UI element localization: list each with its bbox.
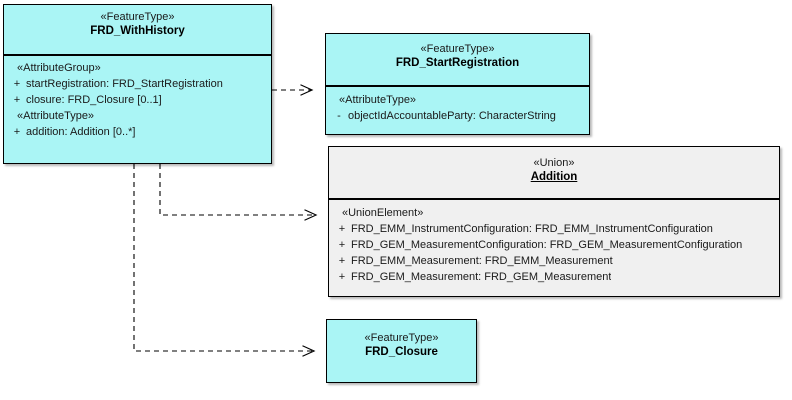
attribute-row[interactable]: - objectIdAccountableParty: CharacterStr… — [330, 108, 585, 124]
class-stereotype: «FeatureType» — [364, 332, 439, 344]
visibility-marker: + — [13, 78, 21, 90]
class-box-frd-closure[interactable]: «FeatureType» FRD_Closure — [326, 319, 477, 383]
class-stereotype: «FeatureType» — [100, 11, 175, 23]
visibility-marker: + — [338, 271, 346, 283]
visibility-marker: + — [13, 126, 21, 138]
attribute-row[interactable]: + startRegistration: FRD_StartRegistrati… — [8, 76, 267, 92]
connector-withhistory-to-closure — [133, 164, 316, 357]
attribute-group-label: «AttributeType» — [17, 110, 95, 122]
visibility-marker: + — [338, 223, 346, 235]
class-box-addition[interactable]: «Union» Addition «UnionElement» + FRD_EM… — [328, 146, 780, 297]
class-name: FRD_Closure — [365, 346, 438, 358]
class-box-frd-withhistory[interactable]: «FeatureType» FRD_WithHistory «Attribute… — [3, 4, 272, 164]
class-header-addition: «Union» Addition — [329, 147, 779, 200]
attribute-row[interactable]: + FRD_GEM_MeasurementConfiguration: FRD_… — [333, 237, 775, 253]
attribute-row[interactable]: + closure: FRD_Closure [0..1] — [8, 92, 267, 108]
class-name: Addition — [530, 171, 578, 183]
class-body-addition: «UnionElement» + FRD_EMM_InstrumentConfi… — [329, 200, 779, 289]
attribute-text: FRD_GEM_MeasurementConfiguration: FRD_GE… — [351, 239, 743, 251]
attribute-group-label: «AttributeType» — [339, 94, 417, 106]
visibility-marker: + — [338, 255, 346, 267]
class-header-frd-withhistory: «FeatureType» FRD_WithHistory — [4, 5, 271, 56]
class-header-frd-closure: «FeatureType» FRD_Closure — [327, 320, 476, 382]
attribute-row[interactable]: + FRD_EMM_Measurement: FRD_EMM_Measureme… — [333, 253, 775, 269]
attribute-row[interactable]: + FRD_EMM_InstrumentConfiguration: FRD_E… — [333, 221, 775, 237]
attribute-text: addition: Addition [0..*] — [26, 126, 136, 138]
attribute-group-label: «AttributeGroup» — [17, 62, 101, 74]
class-header-frd-startregistration: «FeatureType» FRD_StartRegistration — [326, 34, 589, 87]
class-stereotype: «Union» — [533, 157, 575, 169]
class-body-frd-withhistory: «AttributeGroup» + startRegistration: FR… — [4, 56, 271, 144]
attribute-group-label: «UnionElement» — [342, 207, 424, 219]
class-body-frd-startregistration: «AttributeType» - objectIdAccountablePar… — [326, 87, 589, 128]
attribute-row[interactable]: + FRD_GEM_Measurement: FRD_GEM_Measureme… — [333, 269, 775, 285]
attribute-text: closure: FRD_Closure [0..1] — [26, 94, 162, 106]
class-name: FRD_StartRegistration — [395, 57, 520, 69]
class-box-frd-startregistration[interactable]: «FeatureType» FRD_StartRegistration «Att… — [325, 33, 590, 135]
class-name: FRD_WithHistory — [90, 25, 185, 37]
visibility-marker: + — [338, 239, 346, 251]
visibility-marker: - — [337, 110, 341, 122]
class-stereotype: «FeatureType» — [420, 43, 495, 55]
attribute-row[interactable]: + addition: Addition [0..*] — [8, 124, 267, 140]
attribute-text: FRD_GEM_Measurement: FRD_GEM_Measurement — [351, 271, 612, 283]
connector-withhistory-to-addition — [159, 164, 318, 221]
attribute-text: FRD_EMM_Measurement: FRD_EMM_Measurement — [351, 255, 613, 267]
attribute-text: objectIdAccountableParty: CharacterStrin… — [348, 110, 556, 122]
attribute-text: startRegistration: FRD_StartRegistration — [26, 78, 223, 90]
attribute-text: FRD_EMM_InstrumentConfiguration: FRD_EMM… — [351, 223, 713, 235]
visibility-marker: + — [13, 94, 21, 106]
